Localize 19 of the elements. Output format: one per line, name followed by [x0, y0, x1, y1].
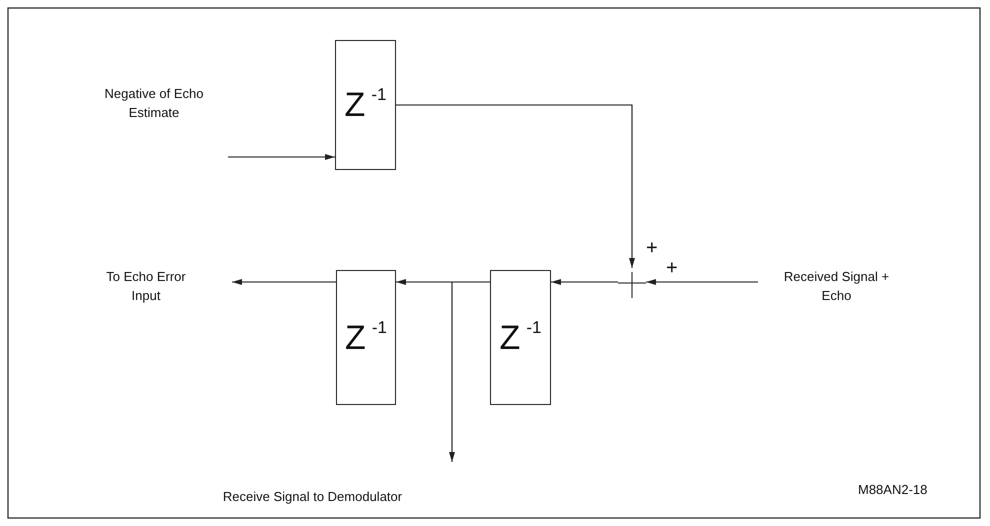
delay-label: Z$^{-1}$ [344, 88, 386, 122]
delay-label: Z$^{-1}$ [500, 320, 542, 354]
delay-block [336, 270, 396, 405]
arrow [551, 279, 618, 285]
arrow [646, 279, 758, 285]
sign-label: + [646, 238, 658, 258]
signal-label: Negative of Echo Estimate [103, 85, 204, 122]
signal-label: To Echo Error Input [105, 268, 187, 305]
signal-label: Receive Signal to Demodulator [222, 488, 402, 506]
signal-label: Received Signal + Echo [782, 268, 890, 305]
arrow [232, 279, 336, 285]
arrow [449, 281, 490, 462]
delay-block [335, 40, 396, 170]
delay-label: Z$^{-1}$ [345, 320, 387, 354]
figure-number: M88AN2-18 [858, 482, 928, 497]
sign-label: + [666, 258, 678, 278]
delay-block [490, 270, 551, 405]
arrow [396, 104, 635, 268]
arrow [228, 154, 335, 160]
